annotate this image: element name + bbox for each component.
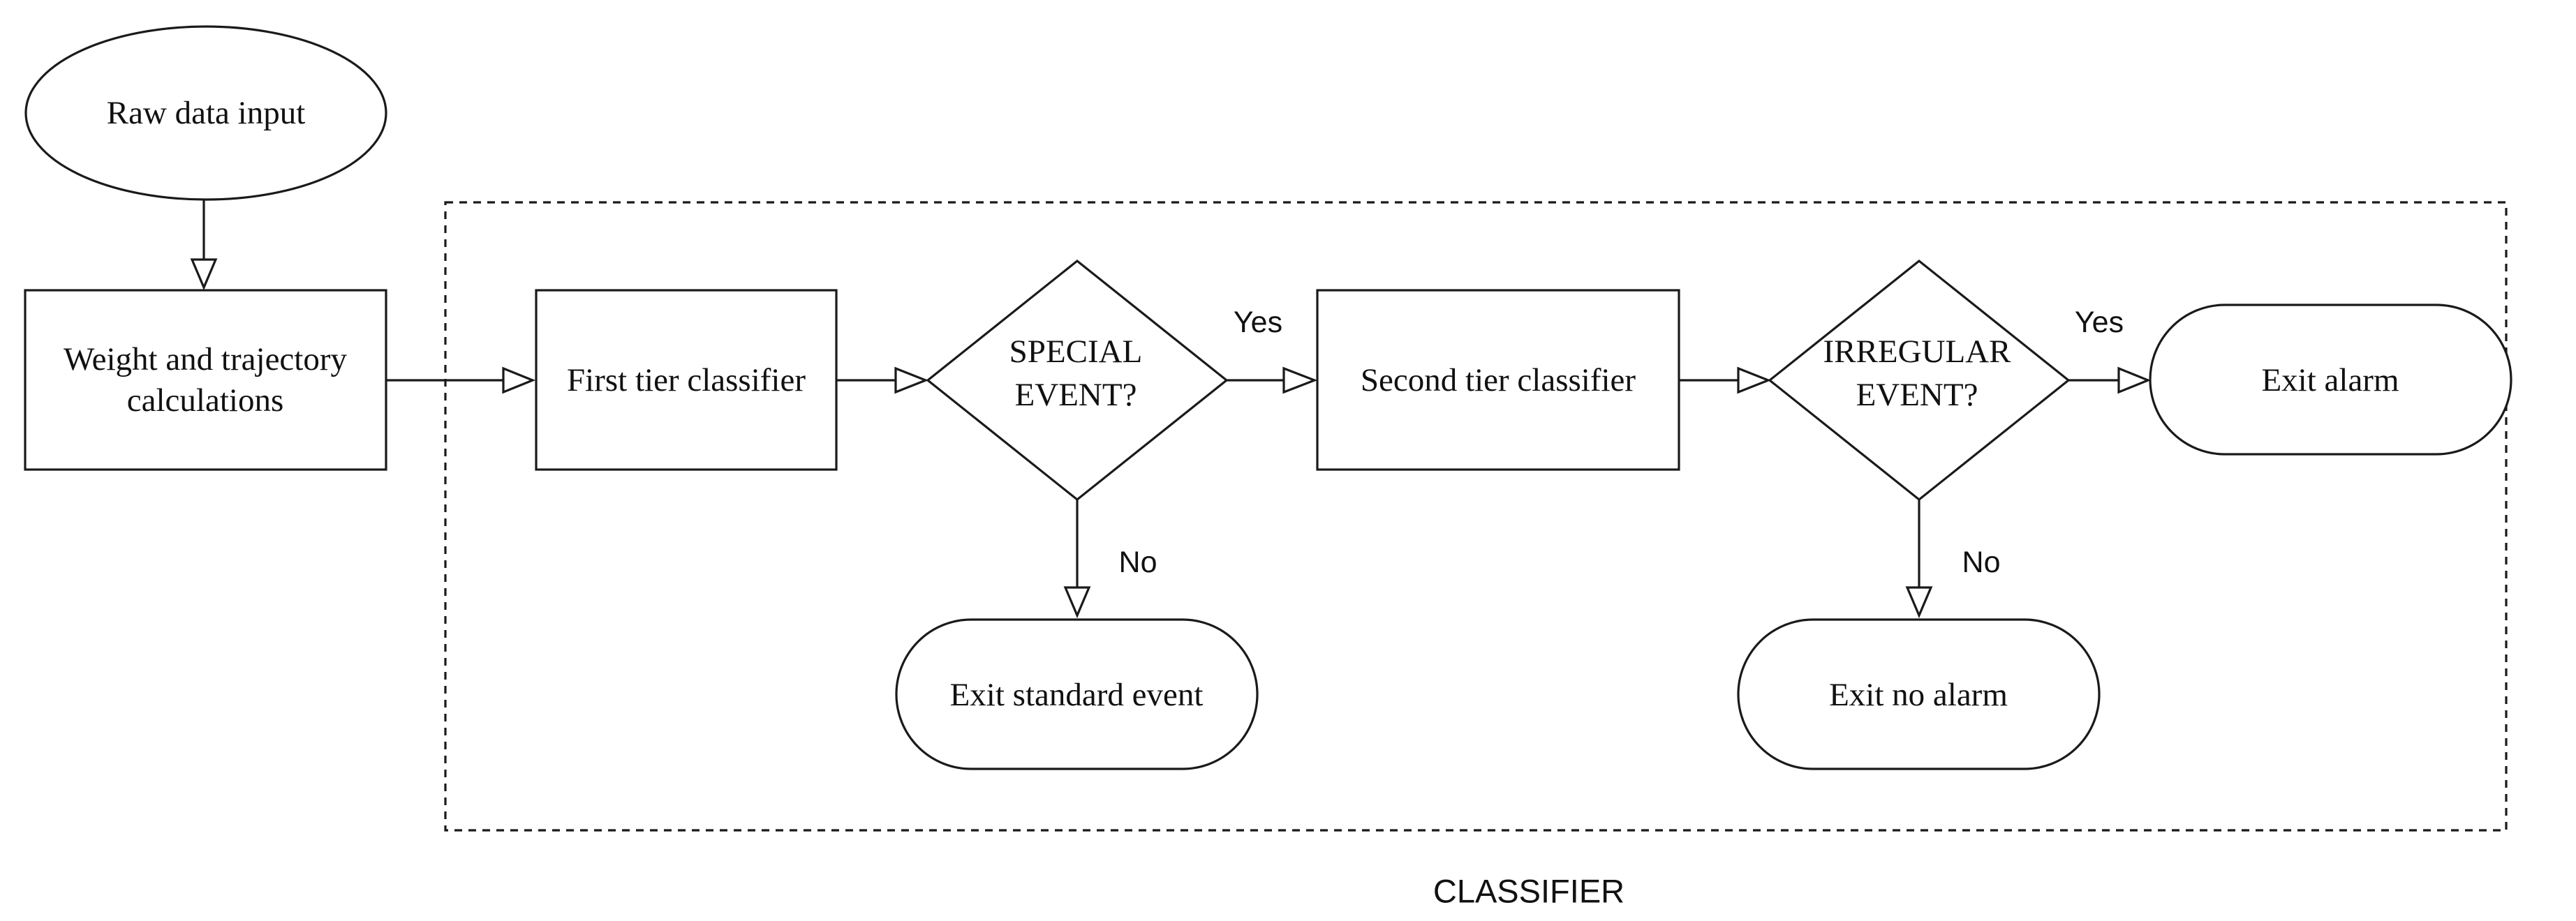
exit-standard-event-node: Exit standard event	[895, 618, 1259, 770]
edge-first-tier-to-special-event	[836, 366, 929, 394]
special-event-label-line1: SPECIAL	[1009, 334, 1143, 370]
edge-special-no-to-exit-standard: No	[1063, 500, 1157, 619]
arrowhead	[1905, 586, 1933, 619]
weight-trajectory-label-line2: calculations	[127, 382, 283, 419]
irregular-event-label-line1: IRREGULAR	[1823, 334, 2012, 370]
arrowhead	[1063, 586, 1091, 619]
special-event-label-line2: EVENT?	[1015, 377, 1137, 413]
irregular-event-decision: IRREGULAR EVENT?	[1768, 259, 2071, 502]
exit-alarm-node: Exit alarm	[2149, 304, 2512, 456]
arrowhead	[2117, 366, 2152, 394]
weight-trajectory-node: Weight and trajectory calculations	[24, 289, 387, 471]
edge-irregular-no-to-exit-no-alarm: No	[1905, 500, 2001, 619]
exit-standard-event-label: Exit standard event	[950, 677, 1204, 713]
edge-irregular-yes-to-exit-alarm: Yes	[2068, 306, 2152, 394]
irregular-event-no-label: No	[1962, 546, 2001, 579]
edge-input-to-weight	[190, 200, 218, 291]
irregular-event-label-line2: EVENT?	[1856, 377, 1978, 413]
weight-trajectory-label-line1: Weight and trajectory	[64, 341, 347, 377]
irregular-event-yes-label: Yes	[2075, 306, 2124, 339]
second-tier-classifier-node: Second tier classifier	[1316, 289, 1680, 471]
exit-no-alarm-label: Exit no alarm	[1829, 677, 2008, 713]
first-tier-classifier-node: First tier classifier	[535, 289, 838, 471]
exit-no-alarm-node: Exit no alarm	[1737, 618, 2101, 770]
arrowhead	[190, 258, 218, 291]
arrowhead	[1737, 366, 1772, 394]
special-event-decision: SPECIAL EVENT?	[926, 259, 1229, 502]
raw-data-input-node: Raw data input	[24, 25, 387, 201]
arrowhead	[502, 366, 536, 394]
edge-second-tier-to-irregular-event	[1679, 366, 1772, 394]
arrowhead	[894, 366, 929, 394]
classifier-container	[444, 201, 2508, 832]
first-tier-classifier-label: First tier classifier	[567, 362, 806, 398]
exit-alarm-label: Exit alarm	[2261, 362, 2399, 398]
edge-weight-to-first-tier	[386, 366, 536, 394]
edge-special-yes-to-second-tier: Yes	[1227, 306, 1318, 394]
special-event-no-label: No	[1119, 546, 1157, 579]
classifier-caption: CLASSIFIER	[1433, 873, 1624, 910]
arrowhead	[1282, 366, 1318, 394]
second-tier-classifier-label: Second tier classifier	[1361, 362, 1636, 398]
special-event-yes-label: Yes	[1234, 306, 1282, 339]
raw-data-input-label: Raw data input	[107, 95, 306, 131]
